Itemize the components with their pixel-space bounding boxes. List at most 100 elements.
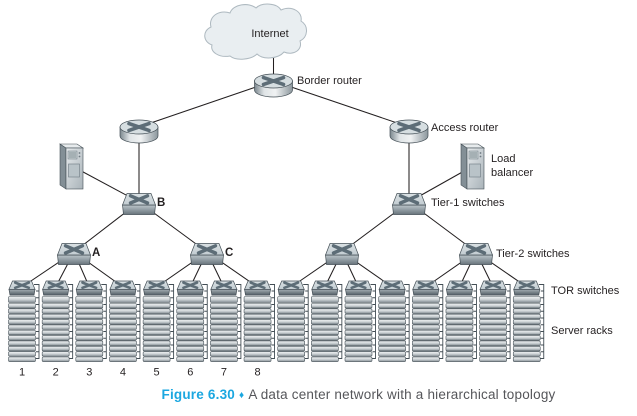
tor-switch-icon — [479, 280, 507, 296]
switch-c-label: C — [225, 247, 233, 259]
server-unit — [311, 335, 339, 341]
server-rack: 3 — [75, 280, 107, 379]
server-unit — [176, 345, 205, 352]
server-unit — [109, 351, 137, 357]
server-unit — [8, 313, 36, 320]
rack-rail — [101, 284, 107, 359]
server-unit — [277, 329, 306, 336]
server-unit — [75, 351, 104, 357]
server-rack — [311, 280, 343, 362]
tor-switch-icon — [75, 280, 103, 296]
server-unit — [378, 296, 406, 303]
server-unit — [109, 345, 137, 352]
rack-rail — [538, 284, 545, 359]
server-unit — [344, 340, 373, 346]
server-unit — [277, 324, 306, 330]
server-unit — [243, 329, 272, 336]
rack-number: 2 — [53, 367, 59, 379]
diamond-icon: ♦ — [239, 390, 245, 401]
server-unit — [243, 335, 272, 341]
access-router-left-icon — [119, 119, 159, 144]
server-unit — [445, 324, 474, 330]
server-unit — [445, 351, 474, 357]
tor-switch-icon — [412, 280, 440, 296]
server-unit — [311, 308, 339, 314]
server-unit — [210, 335, 238, 341]
rack-rail — [235, 284, 242, 359]
server-unit — [344, 351, 373, 357]
rack-number: 4 — [120, 367, 126, 379]
switch-b-label: B — [157, 197, 165, 209]
tier1-switch-b-icon — [121, 193, 157, 215]
server-unit — [41, 351, 70, 357]
server-unit — [378, 351, 406, 357]
tor-switch-icon — [210, 280, 238, 296]
server-unit — [479, 324, 507, 330]
figure-caption-text: A data center network with a hierarchica… — [248, 387, 556, 402]
server-unit — [479, 319, 507, 325]
server-unit — [210, 303, 238, 309]
server-unit — [210, 313, 238, 320]
server-unit — [277, 340, 306, 346]
server-rack — [277, 280, 309, 362]
server-unit — [378, 319, 406, 325]
server-unit — [445, 319, 474, 325]
server-unit — [210, 308, 238, 314]
tor-switch-icon — [311, 280, 339, 296]
server-unit — [243, 345, 272, 352]
server-unit — [344, 345, 373, 352]
load-balancer-left-icon — [59, 143, 84, 190]
server-rack — [479, 280, 511, 362]
server-unit — [445, 303, 474, 309]
server-unit — [344, 308, 373, 314]
server-unit — [142, 319, 171, 325]
border-router-icon — [254, 73, 293, 98]
server-unit — [445, 313, 474, 320]
rack-number: 3 — [86, 367, 92, 379]
server-unit — [142, 351, 171, 357]
server-unit — [344, 356, 373, 362]
server-unit — [277, 345, 306, 352]
server-unit — [344, 329, 373, 336]
tor-switch-icon — [244, 280, 272, 296]
rack-rail — [370, 284, 376, 359]
server-unit — [210, 296, 238, 303]
server-unit — [75, 335, 104, 341]
server-rack: 7 — [210, 280, 242, 379]
internet-label: Internet — [251, 28, 288, 40]
server-unit — [8, 356, 36, 362]
server-unit — [8, 308, 36, 314]
server-unit — [75, 356, 104, 362]
server-unit — [411, 324, 440, 330]
server-unit — [479, 345, 507, 352]
tier2-switch-a-icon — [56, 243, 92, 265]
server-unit — [411, 313, 440, 320]
server-unit — [311, 319, 339, 325]
tor-switch-icon — [378, 280, 406, 296]
server-unit — [411, 329, 440, 336]
server-unit — [243, 351, 272, 357]
server-unit — [445, 296, 474, 303]
rack-rail — [202, 284, 208, 359]
server-unit — [479, 351, 507, 357]
server-unit — [142, 329, 171, 336]
tor-switch-icon — [176, 280, 204, 296]
server-unit — [75, 340, 104, 346]
server-unit — [41, 324, 70, 330]
rack-rail — [34, 284, 40, 359]
server-unit — [378, 313, 406, 320]
rack-rail — [303, 284, 309, 359]
server-unit — [479, 340, 507, 346]
load-balancer-1-label: Load — [491, 153, 515, 165]
tor-switch-icon — [445, 280, 473, 296]
tor-switch-icon — [277, 280, 305, 296]
server-unit — [75, 329, 104, 336]
rack-rail — [471, 284, 477, 359]
rack-rail — [336, 284, 343, 359]
server-rack — [512, 280, 545, 362]
server-unit — [142, 303, 171, 309]
server-unit — [176, 313, 205, 320]
server-unit — [142, 345, 171, 352]
server-unit — [411, 335, 440, 341]
